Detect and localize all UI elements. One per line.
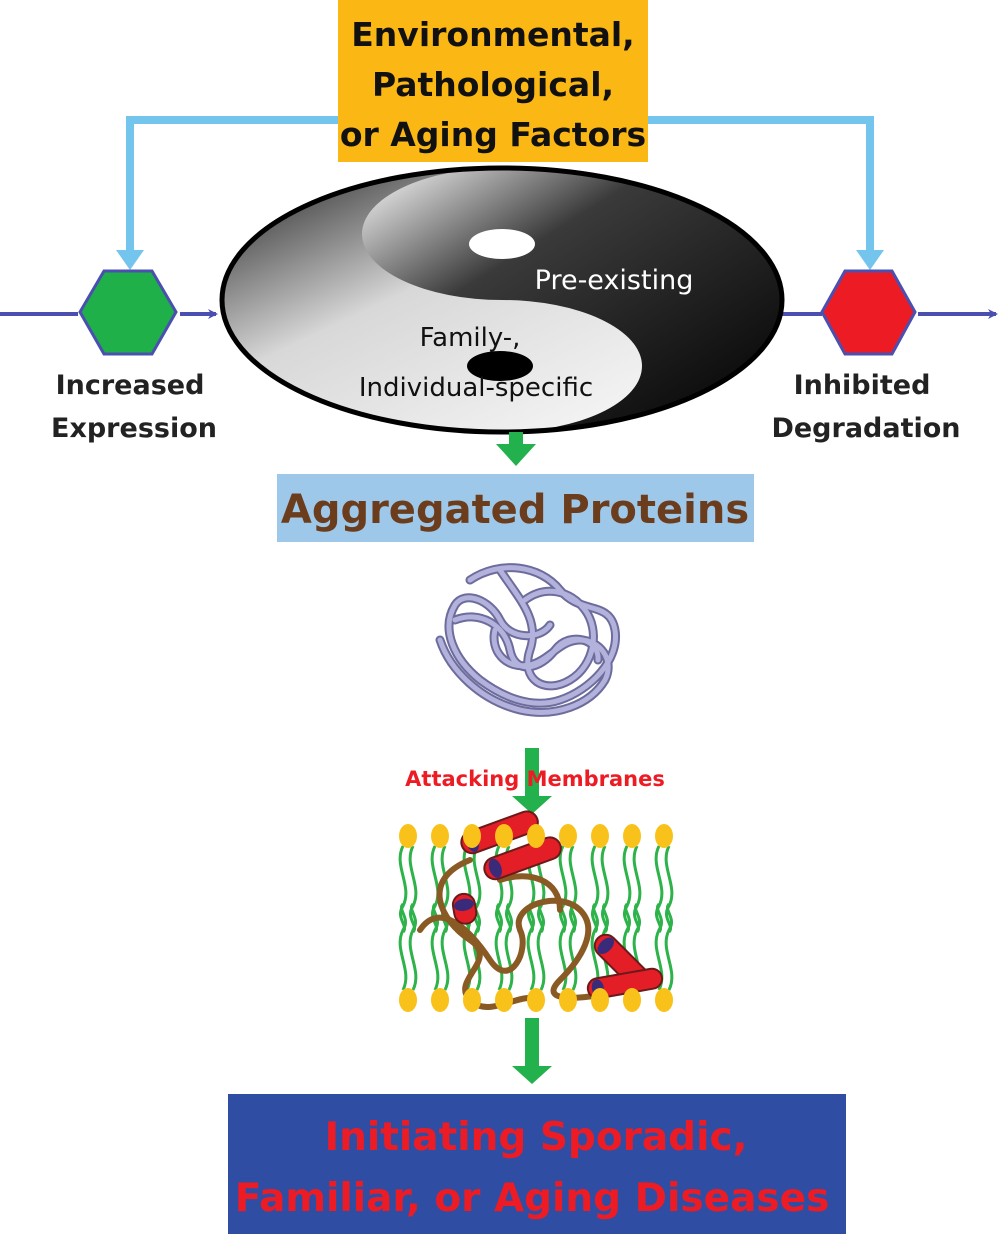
diseases-line-2: Familiar, or Aging Diseases bbox=[235, 1176, 830, 1221]
family-label-2: Individual-specific bbox=[359, 373, 593, 403]
lipid-head bbox=[431, 988, 449, 1012]
lipid-tail bbox=[600, 902, 610, 991]
factors-line-2: Pathological, bbox=[372, 65, 614, 104]
white-dot bbox=[469, 229, 535, 259]
lipid-head bbox=[623, 824, 641, 848]
diseases-line-1: Initiating Sporadic, bbox=[325, 1115, 748, 1160]
lipid-head bbox=[399, 988, 417, 1012]
lipid-tail bbox=[408, 902, 418, 991]
lipid-tail bbox=[536, 902, 546, 991]
increased-expression-hexagon bbox=[78, 269, 178, 356]
factors-box: Environmental, Pathological, or Aging Fa… bbox=[338, 0, 648, 162]
inhibited-label-2: Degradation bbox=[771, 413, 960, 444]
black-dot bbox=[467, 351, 533, 381]
lipid-head bbox=[559, 988, 577, 1012]
lipid-tail bbox=[398, 902, 408, 991]
lipid-head bbox=[399, 824, 417, 848]
lipid-tail bbox=[664, 902, 674, 991]
inhibited-degradation-hexagon bbox=[820, 269, 917, 356]
lipid-head bbox=[655, 988, 673, 1012]
protein-aggregate bbox=[435, 563, 621, 717]
lipid-head bbox=[527, 824, 545, 848]
green-arrow-1 bbox=[496, 432, 536, 466]
factor-connectors bbox=[116, 116, 884, 270]
green-arrow-2 bbox=[512, 748, 552, 814]
membrane-bilayer bbox=[398, 810, 674, 1012]
yin-yang-ellipse: Pre-existing Family-, Individual-specifi… bbox=[219, 165, 785, 435]
inhibited-label-1: Inhibited bbox=[794, 370, 931, 401]
attacking-membranes-label: Attacking Membranes bbox=[405, 767, 665, 791]
lipid-head bbox=[623, 988, 641, 1012]
green-arrow-3 bbox=[512, 1018, 552, 1084]
lipid-tail bbox=[590, 902, 600, 991]
lipid-tail bbox=[430, 902, 440, 991]
lipid-head bbox=[559, 824, 577, 848]
lipid-tail bbox=[504, 902, 514, 991]
lipid-head bbox=[527, 988, 545, 1012]
lipid-head bbox=[655, 824, 673, 848]
factors-line-3: or Aging Factors bbox=[340, 115, 646, 154]
pre-existing-label: Pre-existing bbox=[535, 265, 694, 296]
aggregated-proteins-label: Aggregated Proteins bbox=[281, 487, 749, 533]
lipid-head bbox=[591, 988, 609, 1012]
lipid-head bbox=[463, 988, 481, 1012]
diseases-box: Initiating Sporadic, Familiar, or Aging … bbox=[228, 1094, 846, 1234]
lipid-tail bbox=[568, 902, 578, 991]
increased-label-2: Expression bbox=[51, 413, 217, 444]
lipid-head bbox=[591, 824, 609, 848]
lipid-head bbox=[431, 824, 449, 848]
lipid-head bbox=[495, 824, 513, 848]
family-label-1: Family-, bbox=[420, 323, 521, 353]
lipid-head bbox=[463, 824, 481, 848]
increased-label-1: Increased bbox=[56, 370, 205, 401]
lipid-head bbox=[495, 988, 513, 1012]
aggregated-proteins-box: Aggregated Proteins bbox=[277, 474, 754, 542]
helix bbox=[451, 892, 478, 925]
helix bbox=[483, 836, 562, 881]
factors-line-1: Environmental, bbox=[351, 15, 634, 54]
